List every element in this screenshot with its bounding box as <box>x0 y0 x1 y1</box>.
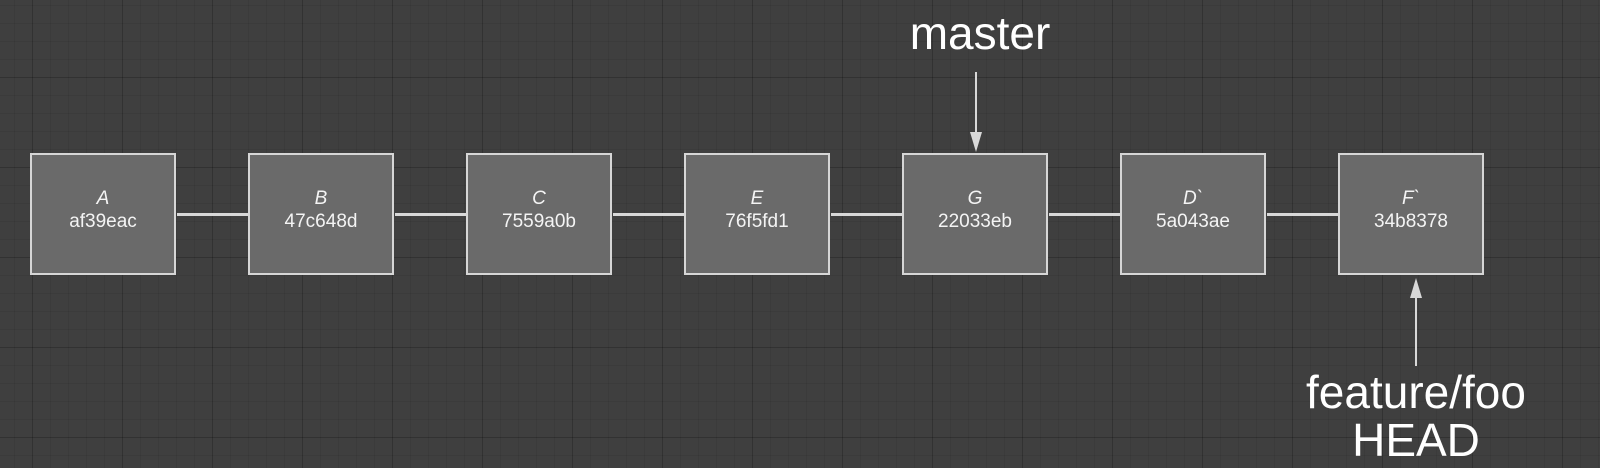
commit-name: C <box>532 188 546 209</box>
commit-name: F` <box>1402 188 1420 209</box>
commit-node-c[interactable]: C 7559a0b <box>466 153 612 275</box>
commit-node-b[interactable]: B 47c648d <box>248 153 394 275</box>
commit-hash: 22033eb <box>938 211 1012 232</box>
commit-hash: 76f5fd1 <box>725 211 789 232</box>
commit-name: A <box>96 188 110 209</box>
commit-hash: 7559a0b <box>502 211 576 232</box>
connector-b-c <box>395 213 467 216</box>
connector-a-b <box>177 213 249 216</box>
commit-node-g[interactable]: G 22033eb <box>902 153 1048 275</box>
commit-node-a[interactable]: A af39eac <box>30 153 176 275</box>
commit-node-e[interactable]: E 76f5fd1 <box>684 153 830 275</box>
connector-d-f <box>1267 213 1339 216</box>
head-ref-text: HEAD <box>1352 414 1480 466</box>
feature-pointer-arrow-icon <box>1410 278 1422 366</box>
master-pointer-arrow-icon <box>970 72 982 152</box>
commit-name: B <box>314 188 328 209</box>
commit-node-d-prime[interactable]: D` 5a043ae <box>1120 153 1266 275</box>
master-ref-text: master <box>909 7 1051 59</box>
commit-name: G <box>967 188 983 209</box>
commit-node-f-prime[interactable]: F` 34b8378 <box>1338 153 1484 275</box>
commit-hash: 47c648d <box>284 211 358 232</box>
feature-branch-text: feature/foo <box>1306 366 1526 418</box>
connector-g-d <box>1049 213 1121 216</box>
connector-e-g <box>831 213 903 216</box>
commit-name: E <box>750 188 764 209</box>
connector-c-e <box>613 213 685 216</box>
commit-hash: 5a043ae <box>1156 211 1230 232</box>
commit-hash: af39eac <box>69 211 137 232</box>
commit-hash: 34b8378 <box>1374 211 1448 232</box>
feature-ref-label[interactable]: feature/foo HEAD <box>1286 368 1546 464</box>
master-ref-label[interactable]: master <box>875 9 1085 57</box>
commit-name: D` <box>1182 188 1204 209</box>
